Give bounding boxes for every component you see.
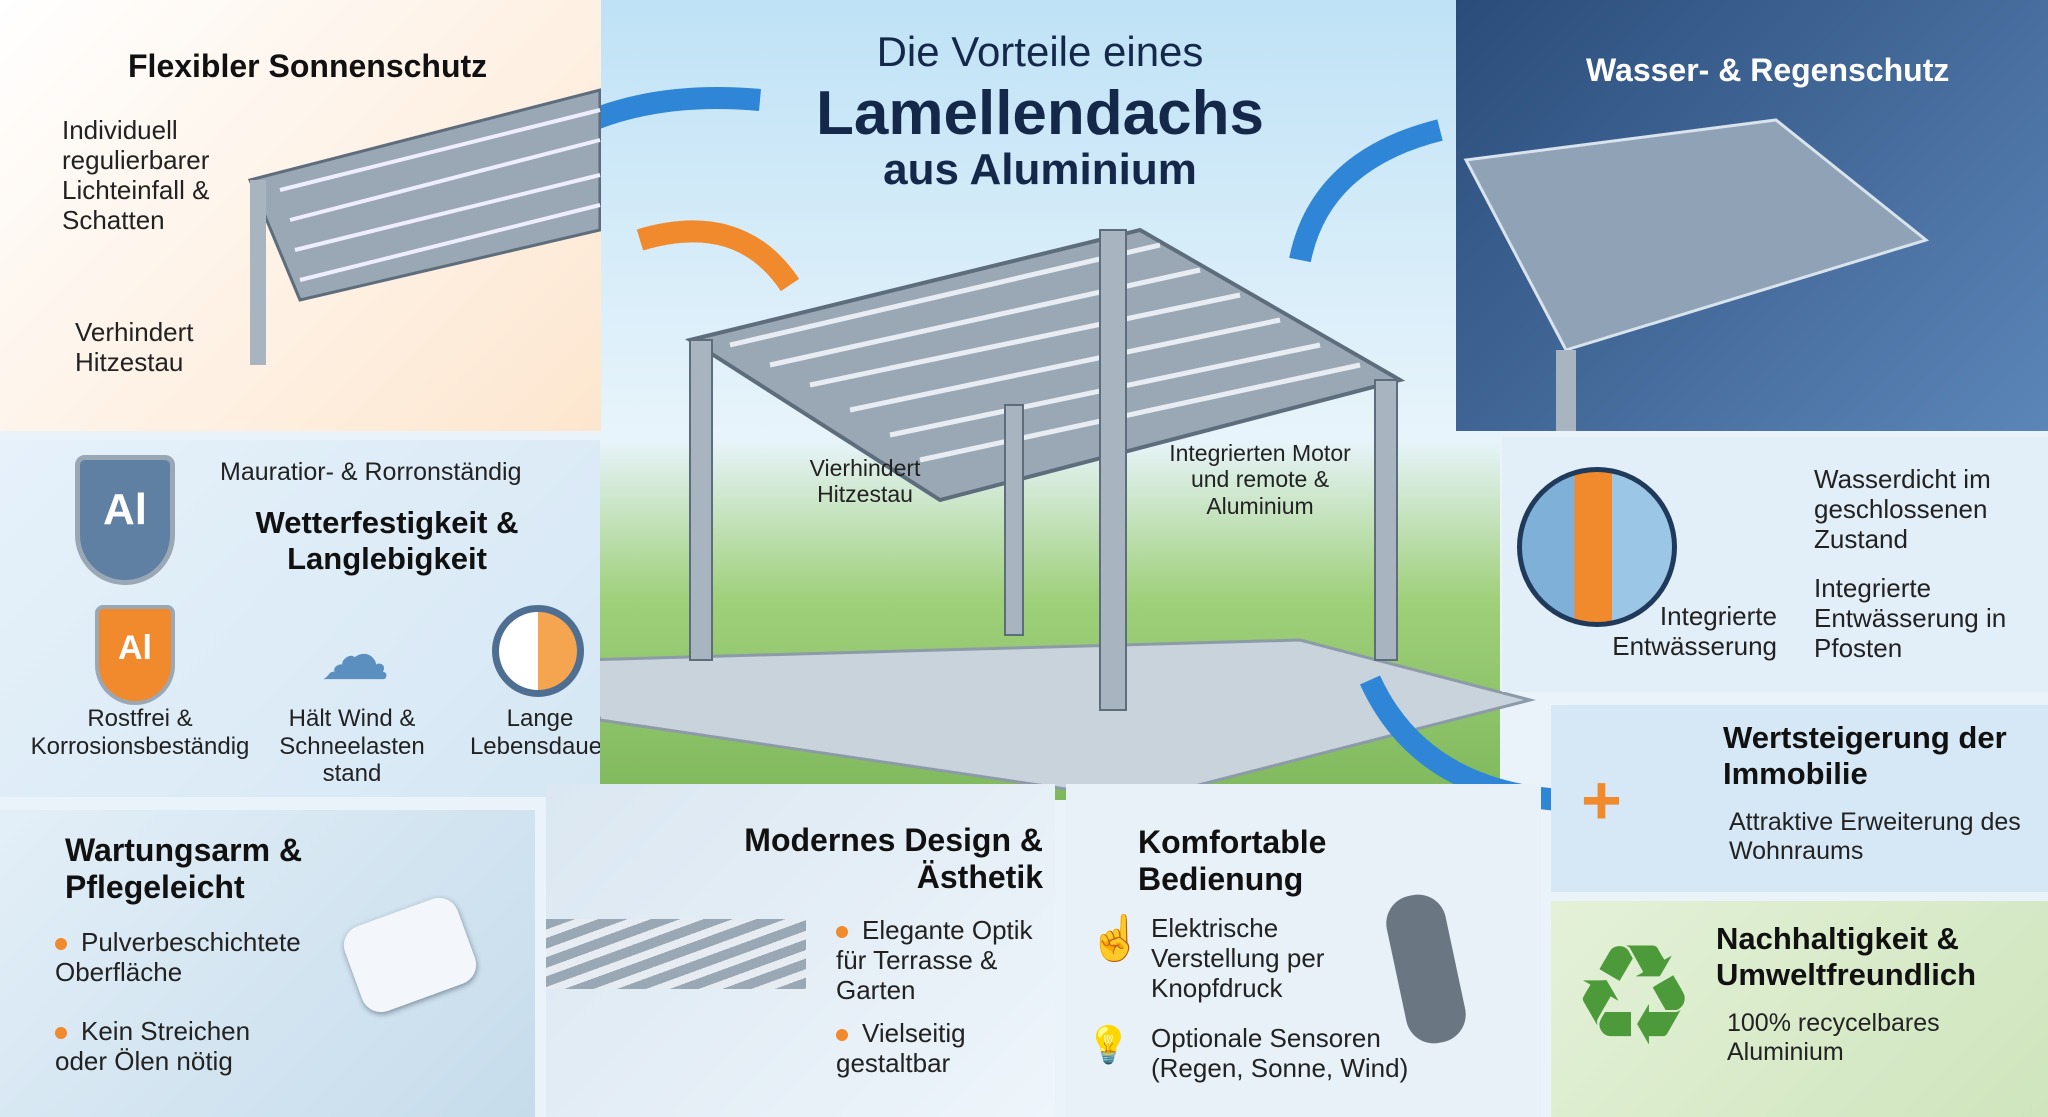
panel-drainage: Integrierte Entwässerung Wasserdicht im … — [1502, 437, 2048, 692]
cloth-icon — [338, 892, 482, 1018]
design-item-text: Elegante Optik für Terrasse & Garten — [836, 915, 1033, 1005]
comfort-heading: Komfortable Bedienung — [1138, 824, 1327, 897]
label-motor: Integrierten Motor und remote & Aluminiu… — [1169, 440, 1351, 519]
feature-label: Lange Lebensdauer — [469, 705, 600, 760]
weather-heading: Wetterfestigkeit & Langlebigkeit — [255, 505, 519, 576]
drainage-icon-label: Integrierte Entwässerung — [1612, 601, 1777, 661]
plus-icon: + — [1581, 761, 1622, 839]
touch-icon: ☝ — [1088, 914, 1143, 963]
arrow-icon — [636, 220, 800, 292]
title-line3: aus Aluminium — [883, 145, 1197, 194]
panel-weather: Mauratior- & Rorronständig Wetterfestigk… — [0, 440, 600, 797]
design-item-text: Vielseitig gestaltbar — [836, 1018, 966, 1078]
drainage-item2: Integrierte Entwässerung in Pfosten — [1814, 573, 2007, 663]
sun-item1: Individuell regulierbarer Lichteinfall &… — [62, 115, 210, 235]
value-heading: Wertsteigerung der Immobilie — [1723, 720, 2007, 791]
sun-heading: Flexibler Sonnenschutz — [128, 48, 488, 84]
bullet-icon — [55, 938, 67, 951]
panel-comfort: Komfortable Bedienung ☝ Elektrische Vers… — [1066, 784, 1541, 1117]
design-heading: Modernes Design & Ästhetik — [744, 822, 1043, 895]
maintenance-heading: Wartungsarm & Pflegeleicht — [65, 832, 303, 905]
maintenance-item-text: Kein Streichen oder Ölen nötig — [55, 1016, 251, 1076]
drainage-icon — [1517, 467, 1677, 627]
recycle-icon: ♻ — [1571, 917, 1697, 1074]
bullet-icon — [836, 926, 848, 939]
panel-rain: Wasser- & Regenschutz — [1456, 0, 2048, 431]
panel-maintenance: Wartungsarm & Pflegeleicht Pulverbeschic… — [0, 810, 535, 1117]
shield-icon: Al — [95, 605, 175, 705]
label-heat: Vierhindert Hitzestau — [809, 455, 921, 508]
design-item: Elegante Optik für Terrasse & Garten — [836, 915, 1046, 1006]
title-line1: Die Vorteile eines — [876, 28, 1204, 75]
eco-text: 100% recycelbares Aluminium — [1727, 1009, 1940, 1066]
rain-heading: Wasser- & Regenschutz — [1586, 52, 1950, 88]
title-line2: Lamellendachs — [816, 79, 1264, 148]
clock-icon — [492, 605, 584, 697]
sun-pergola-icon — [247, 88, 601, 365]
panel-sun: Flexibler Sonnenschutz Individuell regul… — [0, 0, 601, 431]
feature-label: Hält Wind & Schneelasten stand — [279, 705, 425, 788]
bullet-icon — [55, 1027, 67, 1040]
sensor-icon: 💡 — [1086, 1024, 1131, 1065]
lamella-detail-icon — [546, 919, 806, 989]
wind-icon: ☁ — [320, 616, 390, 694]
maintenance-item-text: Pulverbeschichtete Oberfläche — [55, 927, 301, 987]
arrow-icon — [1289, 119, 1443, 263]
design-item: Vielseitig gestaltbar — [836, 1018, 1046, 1079]
drainage-item1: Wasserdicht im geschlossenen Zustand — [1814, 464, 1991, 554]
sun-item2: Verhindert Hitzestau — [75, 317, 194, 377]
comfort-item2: Optionale Sensoren (Regen, Sonne, Wind) — [1151, 1023, 1409, 1083]
shield-icon: Al — [75, 455, 175, 585]
panel-value: + Wertsteigerung der Immobilie Attraktiv… — [1551, 705, 2048, 892]
panel-design: Modernes Design & Ästhetik Elegante Opti… — [546, 784, 1055, 1117]
feature-label: Rostfrei & Korrosionsbeständig — [30, 705, 250, 760]
maintenance-item: Kein Streichen oder Ölen nötig — [55, 1016, 305, 1077]
rain-roof-icon — [1463, 118, 1930, 431]
panel-eco: ♻ Nachhaltigkeit & Umweltfreundlich 100%… — [1551, 901, 2048, 1117]
eco-heading: Nachhaltigkeit & Umweltfreundlich — [1716, 921, 1977, 992]
comfort-item1: Elektrische Verstellung per Knopfdruck — [1151, 913, 1325, 1003]
weather-subtitle: Mauratior- & Rorronständig — [220, 458, 522, 486]
value-text: Attraktive Erweiterung des Wohnraums — [1729, 808, 2021, 865]
bullet-icon — [836, 1029, 848, 1042]
maintenance-item: Pulverbeschichtete Oberfläche — [55, 927, 345, 988]
